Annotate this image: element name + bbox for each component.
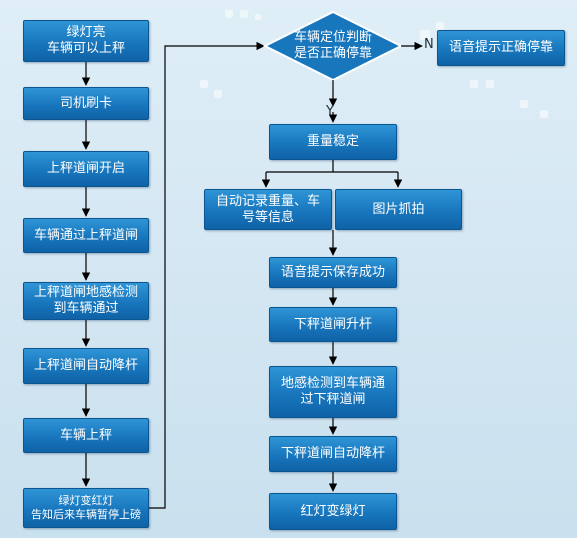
step-pass-upper-gate: 车辆通过上秤道闸 xyxy=(23,218,149,253)
step-vehicle-on-scale: 车辆上秤 xyxy=(23,418,149,453)
step-green-to-red: 绿灯变红灯 告知后来车辆暂停上磅 xyxy=(23,488,149,528)
step-text: 重量稳定 xyxy=(306,134,359,149)
step-photo-capture: 图片抓拍 xyxy=(335,189,462,230)
step-text: 下秤道闸自动降杆 xyxy=(280,446,385,461)
step-upper-gate-open: 上秤道闸开启 xyxy=(23,151,149,187)
step-upper-gate-sensor: 上秤道闸地感检测 到车辆通过 xyxy=(23,282,149,320)
step-text: 号等信息 xyxy=(241,209,294,225)
step-green-light: 绿灯亮 车辆可以上秤 xyxy=(23,20,149,62)
step-text: 司机刷卡 xyxy=(59,95,112,111)
step-text: 地感检测到车辆通 xyxy=(280,376,385,391)
step-lower-gate-down: 下秤道闸自动降杆 xyxy=(269,436,397,472)
arrow-loop-to-decision xyxy=(149,41,265,509)
step-text: 语音提示保存成功 xyxy=(280,264,385,280)
step-text: 图片抓拍 xyxy=(372,201,425,217)
step-red-to-green: 红灯变绿灯 xyxy=(269,493,397,530)
yes-label: Y xyxy=(326,104,334,119)
decision-line: 车辆定位判断 xyxy=(293,30,372,45)
step-text: 到车辆通过 xyxy=(53,301,119,316)
step-text: 上秤道闸开启 xyxy=(46,161,125,176)
step-voice-park-correctly: 语音提示正确停靠 xyxy=(437,30,565,66)
step-text: 车辆可以上秤 xyxy=(46,41,125,56)
step-text: 红灯变绿灯 xyxy=(300,503,366,519)
decision-line: 是否正确停靠 xyxy=(293,46,372,61)
step-weight-stable: 重量稳定 xyxy=(269,124,397,160)
step-voice-saved: 语音提示保存成功 xyxy=(269,257,397,288)
step-text: 上秤道闸地感检测 xyxy=(33,285,138,300)
step-swipe-card: 司机刷卡 xyxy=(23,87,149,120)
step-auto-record: 自动记录重量、车 号等信息 xyxy=(204,189,332,230)
step-text: 自动记录重量、车 xyxy=(215,193,320,209)
step-text: 下秤道闸升杆 xyxy=(293,316,372,332)
step-text: 告知后来车辆暂停上磅 xyxy=(31,508,141,521)
step-lower-gate-up: 下秤道闸升杆 xyxy=(269,307,397,342)
step-text: 车辆通过上秤道闸 xyxy=(33,227,138,243)
step-text: 车辆上秤 xyxy=(59,427,112,443)
step-text: 绿灯亮 xyxy=(66,25,106,40)
decision-text: 车辆定位判断 是否正确停靠 xyxy=(267,26,399,66)
step-upper-gate-lower: 上秤道闸自动降杆 xyxy=(23,348,149,384)
no-label: N xyxy=(424,37,434,52)
step-text: 上秤道闸自动降杆 xyxy=(33,358,138,373)
step-text: 过下秤道闸 xyxy=(300,392,366,407)
step-text: 绿灯变红灯 xyxy=(58,494,114,507)
step-sensor-lower-gate: 地感检测到车辆通 过下秤道闸 xyxy=(269,366,397,418)
step-text: 语音提示正确停靠 xyxy=(448,40,553,55)
